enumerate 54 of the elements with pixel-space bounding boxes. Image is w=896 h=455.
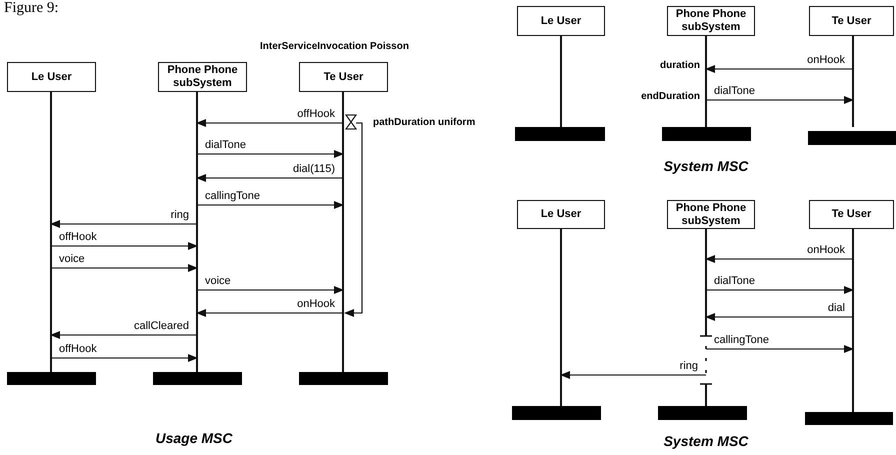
instance-end-bar (805, 412, 893, 425)
diagram-caption: Usage MSC (155, 430, 233, 446)
message-arrow (196, 174, 343, 182)
message-label: dial(115) (293, 163, 335, 176)
message-label: ring (680, 360, 698, 373)
instance-end-bar (808, 131, 896, 145)
message-arrow (705, 65, 853, 73)
message-arrow (51, 354, 198, 362)
instance-end-bar (153, 372, 242, 385)
instance-end-bar (299, 372, 388, 385)
message-arrow (196, 309, 343, 317)
message-arrow (560, 371, 706, 379)
message-arrow (706, 286, 854, 294)
instance-lifeline-drawing (517, 200, 605, 406)
message-arrow (196, 119, 343, 127)
message-arrow (705, 255, 853, 263)
instance-lifeline-drawing (809, 200, 894, 412)
instance-lifeline-drawing (7, 62, 96, 372)
annotation-text: InterServiceInvocation Poisson (260, 41, 409, 52)
diagram-caption: System MSC (664, 433, 748, 449)
instance-box: Te User (809, 200, 894, 229)
instance-box: Le User (517, 6, 605, 36)
message-arrow (197, 150, 344, 158)
message-arrow (50, 331, 197, 339)
instance-end-bar (512, 406, 601, 420)
message-arrow (705, 313, 853, 321)
instance-lifeline-drawing (517, 6, 605, 127)
instance-box: Le User (7, 62, 96, 92)
figure-title: Figure 9: (4, 0, 59, 17)
timer-label: duration (660, 60, 700, 71)
instance-end-bar (7, 372, 96, 385)
instance-end-bar (662, 127, 751, 141)
instance-box: Te User (299, 62, 388, 92)
message-label: callingTone (714, 334, 770, 347)
instance-box: Phone Phone subSystem (667, 6, 755, 36)
instance-box: Le User (517, 200, 605, 229)
message-label: ring (170, 209, 189, 222)
instance-lifeline-drawing (809, 6, 894, 127)
message-arrow (51, 264, 198, 272)
instance-box: Phone Phone subSystem (667, 200, 755, 229)
timer-label: pathDuration uniform (373, 117, 476, 128)
instance-end-bar (515, 127, 605, 141)
instance-box: Phone Phone subSystem (158, 62, 247, 92)
message-arrow (197, 286, 344, 294)
message-arrow (50, 220, 197, 228)
message-arrow (51, 242, 198, 250)
message-arrow (197, 201, 344, 209)
instance-end-bar (658, 406, 747, 420)
message-arrow (706, 96, 854, 104)
message-label: callingTone (205, 190, 260, 203)
timer-label: endDuration (641, 91, 700, 102)
message-arrow (706, 345, 854, 353)
diagram-caption: System MSC (664, 158, 748, 174)
instance-box: Te User (809, 6, 894, 36)
